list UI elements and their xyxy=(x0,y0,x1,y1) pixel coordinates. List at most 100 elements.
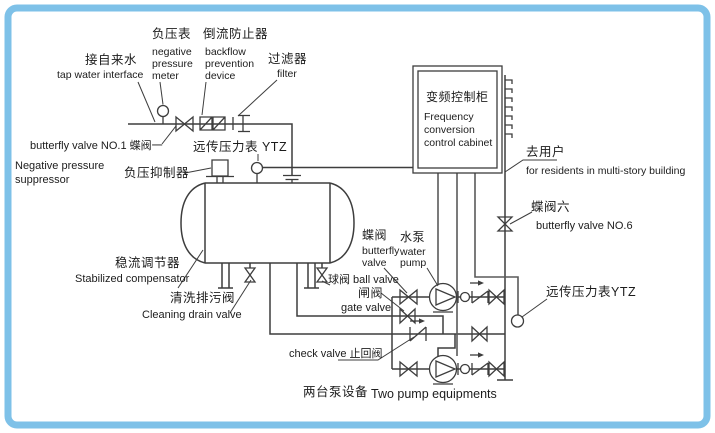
label-ytz-left: 远传压力表 YTZ xyxy=(193,139,287,154)
pump-bottom-port-icon xyxy=(459,363,471,375)
leader-butterfly-1 xyxy=(161,125,177,145)
label-pump-cn: 水泵 xyxy=(400,230,425,244)
control-cabinet-group xyxy=(412,65,519,356)
pump-top-check-valve-icon xyxy=(471,290,489,304)
leader-check xyxy=(338,336,415,361)
fittings xyxy=(156,104,525,343)
label-gate-en: gate valve xyxy=(341,302,391,314)
label-suppressor-en2: suppressor xyxy=(15,174,70,186)
label-cabinet-cn: 变频控制柜 xyxy=(426,89,489,104)
pipe-network xyxy=(128,75,513,381)
label-gate-cn: 闸阀 xyxy=(358,286,383,300)
leader-pump xyxy=(426,267,439,287)
label-users-en: for residents in multi-story building xyxy=(526,165,685,177)
pump-top-port-icon xyxy=(459,291,471,303)
negative-pressure-meter-icon xyxy=(156,104,170,118)
label-check-valve: check valve 止回阀 xyxy=(289,346,383,360)
label-pump-en2: pump xyxy=(400,257,426,269)
leader-gate xyxy=(380,292,405,312)
frequency-cabinet-inner xyxy=(417,70,498,169)
gate-valve-icon xyxy=(399,307,416,325)
bypass-check-valve-icon xyxy=(409,326,427,342)
label-butterfly-cn: 蝶阀 xyxy=(362,227,387,242)
label-butterfly-valve-1: butterfly valve NO.1 蝶阀一 xyxy=(30,138,163,152)
leader-lines xyxy=(137,79,557,361)
pump-bottom-flow-arrowhead xyxy=(478,352,484,358)
supply-pipe xyxy=(128,123,293,175)
label-backflow-en2: prevention xyxy=(205,58,254,70)
drain-stubs xyxy=(249,263,323,268)
cabinet-wire-gauge xyxy=(474,173,519,315)
label-butterfly-6-en: butterfly valve NO.6 xyxy=(536,220,633,232)
leader-butterfly xyxy=(383,267,408,294)
pump-bottom-coupling-icon xyxy=(457,363,473,375)
label-ytz-right: 远传压力表YTZ xyxy=(546,284,636,299)
label-tap-water-cn: 接自来水 xyxy=(85,52,137,67)
label-cleaning-en: Cleaning drain valve xyxy=(142,309,242,321)
label-users-cn: 去用户 xyxy=(526,144,565,159)
page-border xyxy=(4,4,711,429)
label-cabinet-en2: conversion xyxy=(424,124,475,136)
pump-train-bottom xyxy=(399,352,505,385)
label-ball-valve: 球阀 ball valve xyxy=(328,272,399,286)
label-stabilized-en: Stabilized compensator xyxy=(75,273,190,285)
pump-top-flow-arrowhead xyxy=(478,280,484,286)
pump-train-top xyxy=(399,280,505,313)
leader-negative-meter xyxy=(159,81,164,105)
backflow-preventer-icon xyxy=(199,116,226,131)
suction-feed-pipe xyxy=(296,263,444,334)
leader-users xyxy=(504,159,557,173)
butterfly-valve-1-icon xyxy=(175,115,194,133)
leader-tap-water xyxy=(137,81,156,123)
text-labels: 接自来水 tap water interface 负压表 negative pr… xyxy=(15,26,685,401)
label-backflow-cn: 倒流防止器 xyxy=(203,26,268,41)
label-backflow-en3: device xyxy=(205,70,236,82)
cleaning-drain-valve-icon xyxy=(243,267,257,283)
label-butterfly-en1: butterfly xyxy=(362,245,400,257)
leader-backflow xyxy=(201,81,207,116)
pump-top-icon xyxy=(428,282,458,312)
label-pump-en1: water xyxy=(399,246,426,258)
bypass-pipe xyxy=(269,263,505,335)
tank-inlet-flange xyxy=(283,174,301,183)
label-negative-meter-en2: pressure xyxy=(152,58,193,70)
leader-suppressor xyxy=(184,167,212,174)
label-cabinet-en1: Frequency xyxy=(424,111,474,123)
riser-branch-hooks xyxy=(505,79,513,138)
pump-top-coupling-icon xyxy=(457,291,473,303)
leader-butterfly-6 xyxy=(509,211,533,225)
label-cabinet-en3: control cabinet xyxy=(424,137,492,149)
riser-pipe xyxy=(497,75,513,381)
label-negative-meter-en3: meter xyxy=(152,70,179,82)
label-suppressor-cn: 负压抑制器 xyxy=(124,165,189,180)
butterfly-valve-6-icon xyxy=(496,216,514,232)
pump-bottom-suction-valve-icon xyxy=(399,360,418,378)
label-butterfly-en2: valve xyxy=(362,257,387,269)
leader-filter xyxy=(237,79,278,117)
tank-remote-gauge-icon xyxy=(250,161,264,175)
label-suppressor-en1: Negative pressure xyxy=(15,160,104,172)
label-negative-meter-en1: negative xyxy=(152,46,192,58)
label-negative-meter-cn: 负压表 xyxy=(152,27,191,41)
label-filter-cn: 过滤器 xyxy=(268,52,307,66)
leader-cleaning xyxy=(229,279,252,314)
ball-valve-icon xyxy=(315,267,329,283)
pump-top-suction-valve-icon xyxy=(399,288,418,306)
bypass-butterfly-valve-icon xyxy=(471,325,488,343)
label-two-pumps-en: Two pump equipments xyxy=(371,387,497,401)
label-two-pumps-cn: 两台泵设备 xyxy=(303,384,368,399)
label-backflow-en1: backflow xyxy=(205,46,246,58)
filter-icon xyxy=(232,114,250,133)
label-cleaning-cn: 清洗排污阀 xyxy=(170,291,235,305)
leader-stabilized xyxy=(177,249,204,289)
pump-top-discharge-valve-icon xyxy=(488,288,505,306)
tank-legs xyxy=(218,263,319,289)
pump-bottom-icon xyxy=(428,354,458,384)
leader-ytz-right xyxy=(521,298,548,318)
pump-bottom-discharge-valve-icon xyxy=(488,360,505,378)
label-tap-water-en: tap water interface xyxy=(57,69,144,81)
label-stabilized-cn: 稳流调节器 xyxy=(115,255,180,270)
pump-top-impeller xyxy=(435,288,457,306)
